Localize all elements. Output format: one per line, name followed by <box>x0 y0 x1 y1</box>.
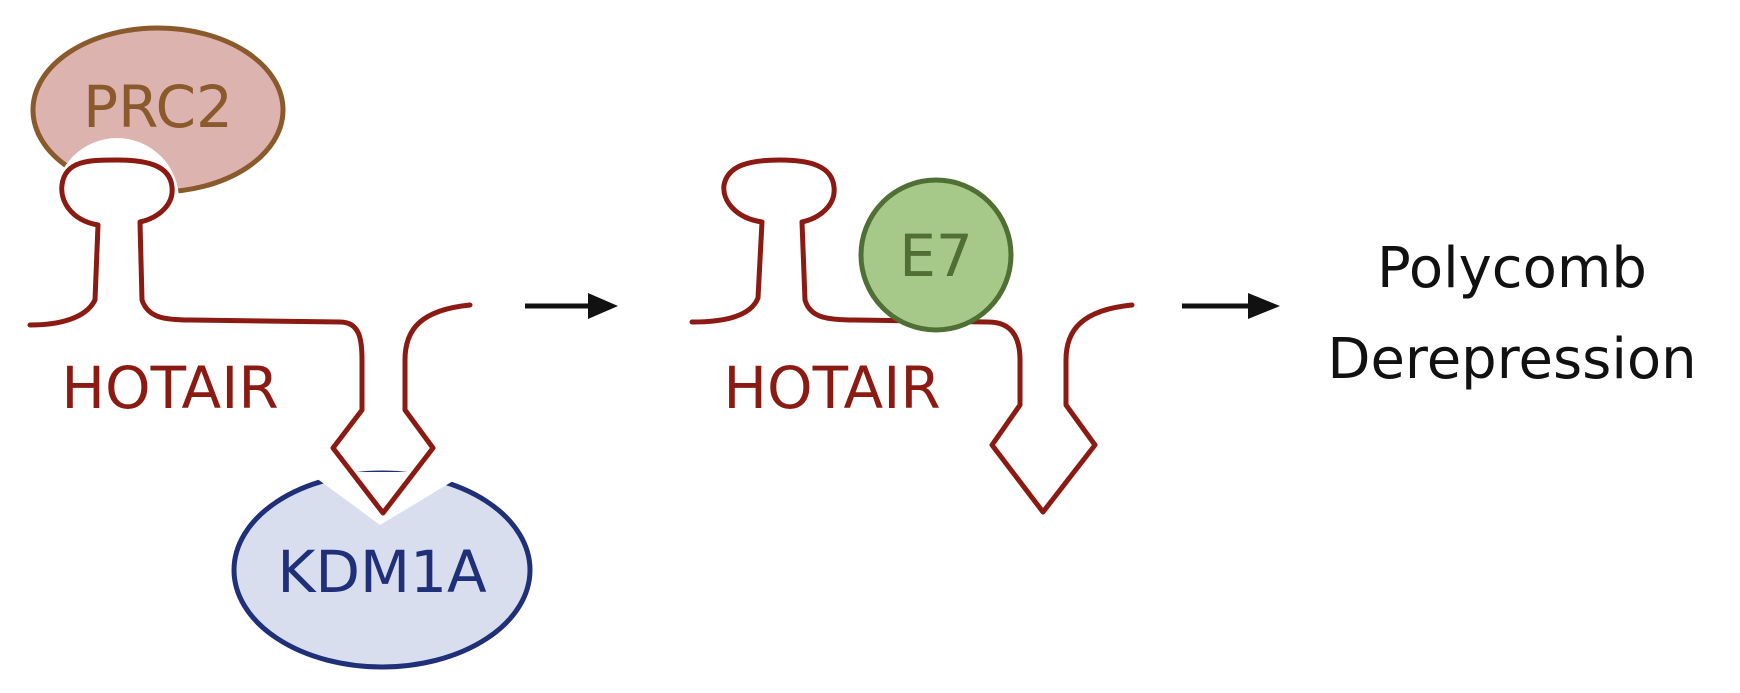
e7-shape <box>858 177 1014 333</box>
arrow-2 <box>1182 293 1280 319</box>
kdm1a-label: KDM1A <box>277 538 487 606</box>
outcome-line-2: Derepression <box>1327 327 1696 392</box>
outcome-line-1: Polycomb <box>1377 236 1647 301</box>
prc2-label: PRC2 <box>83 73 233 141</box>
hotair-rna-strand-left <box>27 157 473 516</box>
hotair-label-left: HOTAIR <box>61 354 278 422</box>
hotair-label-right: HOTAIR <box>723 354 940 422</box>
left-panel: PRC2 KDM1A HOTAIR <box>27 25 533 670</box>
arrow-1 <box>525 293 618 319</box>
hotair-rna-strand-right <box>689 157 1135 515</box>
kdm1a-notch <box>308 472 468 525</box>
e7-label: E7 <box>899 222 973 290</box>
prc2-notch <box>55 138 179 262</box>
outcome: Polycomb Derepression <box>1327 236 1696 392</box>
right-panel: E7 HOTAIR <box>689 157 1135 515</box>
